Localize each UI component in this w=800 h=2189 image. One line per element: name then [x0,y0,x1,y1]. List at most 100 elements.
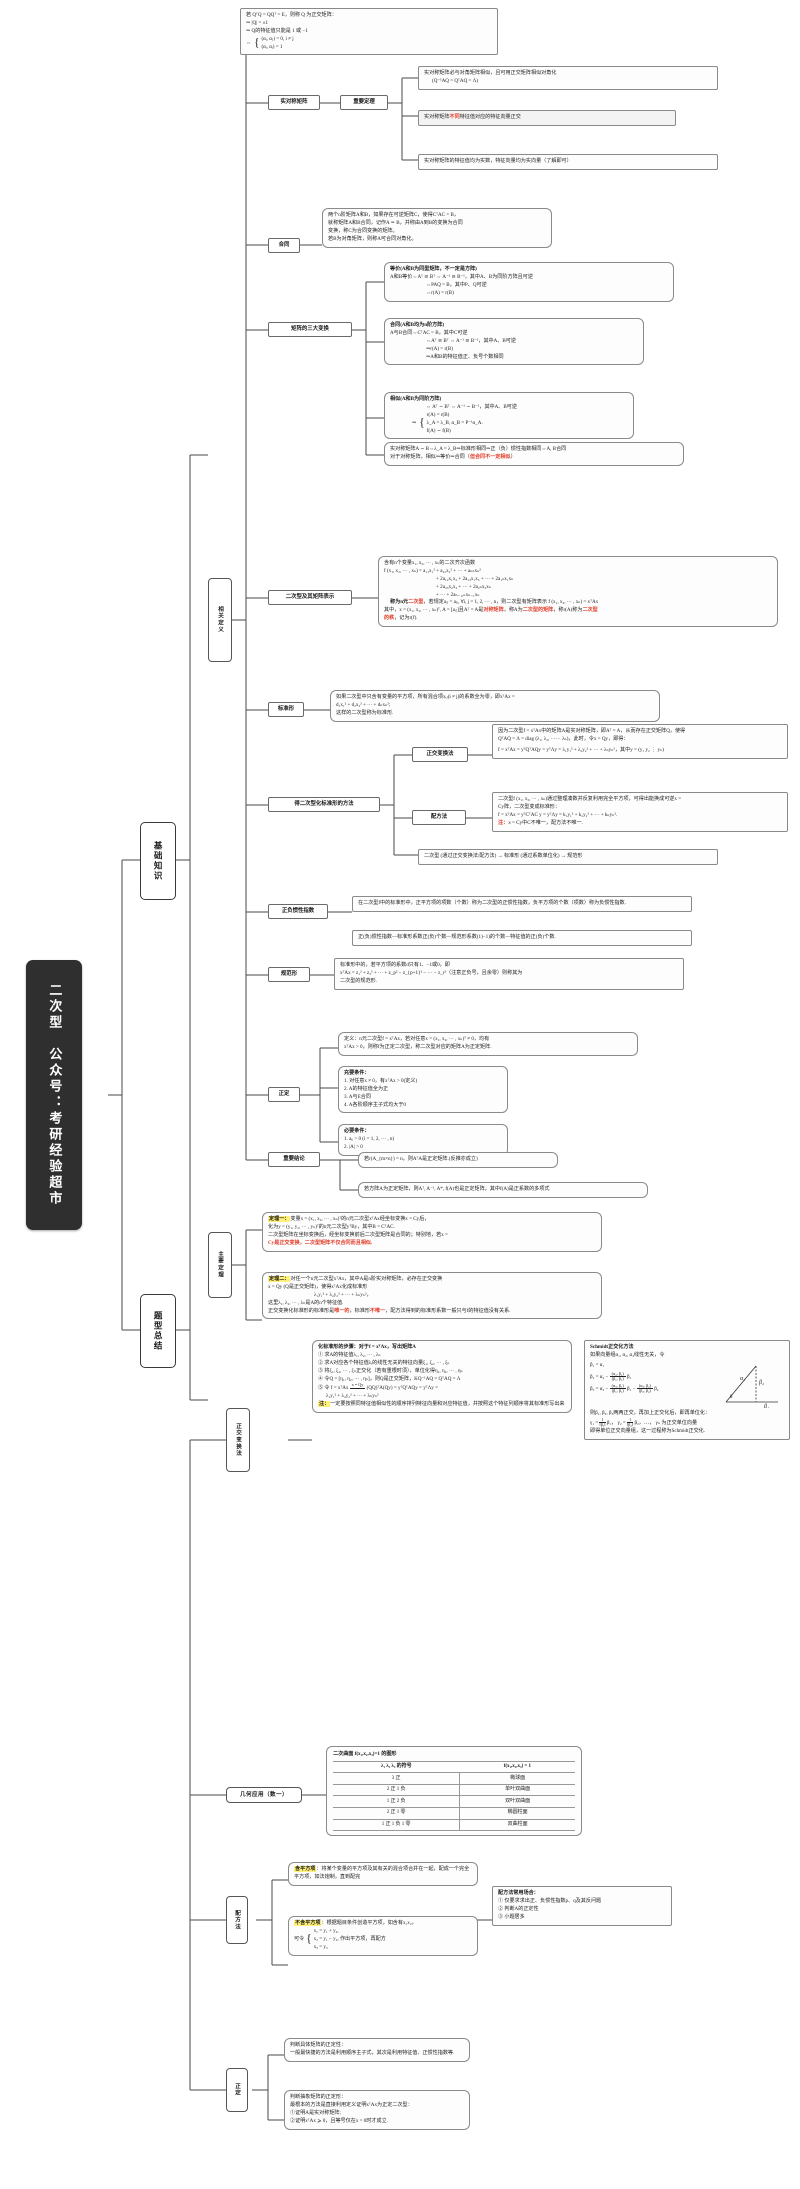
nsq-b2: x₂ = y₁ − y₂, 作出平方项，再配方 [313,1935,386,1942]
os-s4a: ④ 令Q = [η₁, η₂, ⋯ , ηₙ]，则Q是正交矩阵， [318,1375,415,1382]
node-standard-form[interactable]: 标准形 [268,702,304,717]
eq-l3: ⇔r(A) = r(B) [426,289,454,296]
qf-l4: + 2a₂₃x₂x₃ + ⋯ + 2a₂ₙx₂xₙ [436,583,491,590]
geo-caption: 二次曲面 f(x₁,x₂,x₃)=1 的图形 [333,1751,397,1757]
node-important-conclusion[interactable]: 重要结论 [268,1152,320,1167]
node-to-standard-methods[interactable]: 得二次型化标准形的方法 [268,797,380,812]
inertia-index-box2: 正(负)惯性指数—标准形系数正(负)个数—规范形系数(1)−1)的个数—特征值的… [352,930,692,946]
table-row: 1 正 2 负双叶双曲面 [333,1795,575,1808]
real-sym-box-2: 实对称矩阵不同特征值对应的特征向量正交 [418,110,676,126]
node-summary-orthogonal-method[interactable]: 正交变换法 [226,1408,250,1472]
os-s5frac-num: x = Qy [349,1382,366,1389]
sch-f3: β₃ = α₃ − (α₃, β₁) (β₁, β₁) β₁ − (α₃, β₂… [590,1383,716,1394]
node-inertia-index[interactable]: 正负惯性指数 [268,904,328,919]
sf-l3: 这样的二次型称为标准形. [336,709,394,716]
os-note-text: 一定要按照同特征值相似性的顺序排列特征向量和对应特征值，并按照这个特征列顺序将其… [330,1401,565,1408]
sm-l4: 注：x = Cy中C不唯一，配方法不唯一. [498,820,782,828]
square-usage-box: 配方法常用场合： ① 仅要求求出正、负惯性指数p、q及其反问题 ② 判断A的正定… [492,1886,672,1926]
orthogonal-method-box: 因为二次型f = xᵀAx中的矩阵A是实对称矩阵，即Aᵀ = A，从而存在正交矩… [492,724,788,759]
geo-cell-signs: 1 正 2 负 [333,1795,460,1808]
sch-u1d: ‖β₁‖ [599,1422,606,1428]
geo-cell-surface: 双曲柱面 [459,1818,575,1832]
sch-u2n: 1 [627,1416,634,1424]
node-three-transforms[interactable]: 矩阵的三大变换 [268,322,352,337]
node-canonical-form[interactable]: 规范形 [268,967,310,982]
sch-u1post: β₁， [606,1419,617,1426]
qf-l6red: 二次型 [408,599,424,606]
ii-l2: 正(负)惯性指数—标准形系数正(负)个数—规范形系数(1)−1)的个数—特征值的… [358,934,556,940]
sch-f3d2: (β₂, β₂) [638,1388,651,1394]
sim-b3: f(A) ∼ f(B) [426,427,451,434]
node-congruent[interactable]: 合同 [268,238,300,253]
node-important-theorem[interactable]: 重要定理 [340,95,388,110]
qf-l6b: ，若规定aᵢⱼ = aⱼᵢ, ∀i, j = 1, 2, ⋯ , n，则二次型有… [423,599,599,606]
th2-l4: 这里λ₁, λ₂, ⋯ , λₙ是A的n个特征值. [268,1299,344,1306]
sim-title: 相似(A和B为同阶方阵) [390,396,442,402]
tn-l2red: 但合同不一定相似 [469,453,511,460]
sum-square-label: 配方法 [234,1909,241,1931]
sim-b1: r(A) = r(B) [426,411,450,418]
orth-method-label: 正交变换法 [426,750,454,757]
th2-line1: 定理二：对任一个n元二次型xᵀAx，其中A是n阶实对称矩阵，必存在正交变换 [268,1276,596,1284]
qf-l1: 含有n个变量x₁, x₂, ⋯ , xₙ的二次齐次函数 [384,560,476,566]
cg-line2: 就称矩阵A和B合同，记作A ≃ B，并称由A到B的变换为合同 [328,219,463,226]
orthogonal-matrix-box: 若 QᵀQ = QQᵀ = E，则称 Q 为正交矩阵： ⇒ |Q| = ±1 ⇒… [240,8,498,56]
branch-problem-summary[interactable]: 题型总结 [140,1294,176,1368]
node-real-symmetric-matrix[interactable]: 实对称矩阵 [268,95,320,110]
cc-l2: 若方阵A为正定矩阵，则Aᵀ, A⁻¹, A*, f(A)也是正定矩阵，其中f(A… [364,1186,550,1192]
node-completing-square-method[interactable]: 配方法 [412,810,466,825]
node-summary-positive-definite[interactable]: 正定 [226,2068,248,2112]
cgb-l4: ⇒A和B的特征值正、负号个数相同 [426,353,504,360]
node-positive-definite[interactable]: 正定 [268,1087,300,1102]
pds0-i1: 2. A的特征值全为正 [344,1085,389,1092]
pds1-i1: 2. |A| > 0 [344,1143,363,1150]
th1-line1: 定理一：变量x = (x₁, x₂, ⋯ , xₙ)ᵀ的n元二次型xᵀAx经坐标… [268,1216,596,1224]
rs2-hi: 不同 [449,114,460,120]
os-s2: ② 求A对应各个特征值λᵢ的线性无关的特征向量ξ₁, ξ₂, ⋯ , ξₙ [318,1359,450,1366]
eq-l2: ⇔PAQ = B，其中P、Q可逆 [426,281,487,288]
sf-l2: d₁x₁² + d₂x₂² + ⋯ + dₙxₙ²; [336,701,391,708]
pda-l2: 最根本的方法是直接利用定义证明xᵀAx为正定二次型： [290,2101,413,2108]
branch-basic-knowledge[interactable]: 基础知识 [140,822,176,900]
root-node[interactable]: 二次型 公众号：考研经验超市 [26,960,82,1230]
qf-l7r1: 对称矩阵 [483,607,504,614]
congruence-box: 合同(A和B均为n阶方阵) A与B合同⇔CᵀAC = B，其中C可逆 ⇔Aᵀ ≅… [384,318,644,366]
th2-l2: x = Qy (Q是正交矩阵)，使得xᵀAx化成标准形 [268,1283,368,1290]
qf-l7r2: 二次型的矩阵 [522,607,554,614]
node-summary-square-method[interactable]: 配方法 [226,1896,248,1944]
sm-l4txt: x = Cy中C不唯一，配方法不唯一. [508,819,583,826]
pds1-title: 必要条件： [344,1128,370,1134]
sch-f2post: β₁ [627,1373,632,1380]
nsq-b3: x₃ = y₃ [313,1943,328,1950]
cgb-l3: ⇒r(A) = r(B) [426,345,453,352]
om-line2: ⇒ |Q| = ±1 [246,19,269,26]
sch-f3pre: β₃ = α₃ − [590,1385,609,1392]
os-note: 注：一定要按照同特征值相似性的顺序排列特征向量和对应特征值，并按照这个特征列顺序… [318,1401,566,1409]
cf-l1: 标准形中的，若平方项的系数d只有1、−1或0，即 [340,962,450,968]
hsq-line: 含平方项：将某个变量的平方项及其有关的混合项合并在一起，配成一个完全平方项，如法… [294,1866,472,1882]
sch-u3: γₙ 为正交单位向量 [655,1419,698,1426]
os-s4b: KQ⁻¹AQ = QᵀAQ = Λ [414,1375,461,1382]
th1-tag: 定理一： [268,1216,291,1222]
real-sym-box-3: 实对称矩阵的特征值均为实数，特征向量均为实向量（了解即可） [418,154,718,170]
geo-col1: λ₁ λ₂ λ₃ 的符号 [333,1760,460,1774]
qf-l8red: 的秩 [384,615,395,622]
nsq-text: ：根据题目条件创造平方项，如含有x₁x₂， [321,1920,417,1926]
su-i1: ① 仅要求求出正、负惯性指数p、q及其反问题 [498,1897,602,1904]
svg-text:α₂: α₂ [740,1376,745,1382]
real-symmetric-label: 实对称矩阵 [280,98,308,105]
sch-f2frac: (α₂, β₁) (β₁, β₁) [609,1371,626,1382]
real-sym-box-1: 实对称矩阵必与对角矩阵相似，且可用正交矩阵相似对角化 (Q⁻¹AQ = QᵀAQ… [418,66,718,90]
node-orthogonal-transform-method[interactable]: 正交变换法 [412,747,468,762]
svg-text:β₂: β₂ [758,1380,764,1386]
theorem-2-box: 定理二：对任一个n元二次型xᵀAx，其中A是n阶实对称矩阵，必存在正交变换 x … [262,1272,602,1320]
om-line1: 若 QᵀQ = QQᵀ = E，则称 Q 为正交矩阵： [246,12,337,18]
node-quadratic-form-matrix[interactable]: 二次型及其矩阵表示 [268,590,352,605]
node-geometry-application[interactable]: 几何应用（数一） [226,1787,302,1803]
os-s5b: (QQ)ᵀA(Qy) = yᵀQᵀAQy = yᵀΛy = [366,1385,438,1392]
node-main-theorems[interactable]: 主要定理 [208,1232,232,1298]
rs2-pre: 实对称矩阵 [424,114,450,120]
node-related-definitions[interactable]: 相关定义 [208,578,232,662]
rs2-post: 特征值对应的特征向量正交 [459,114,521,120]
geometry-table-box: 二次曲面 f(x₁,x₂,x₃)=1 的图形 λ₁ λ₂ λ₃ 的符号 f(x₁… [326,1746,582,1837]
